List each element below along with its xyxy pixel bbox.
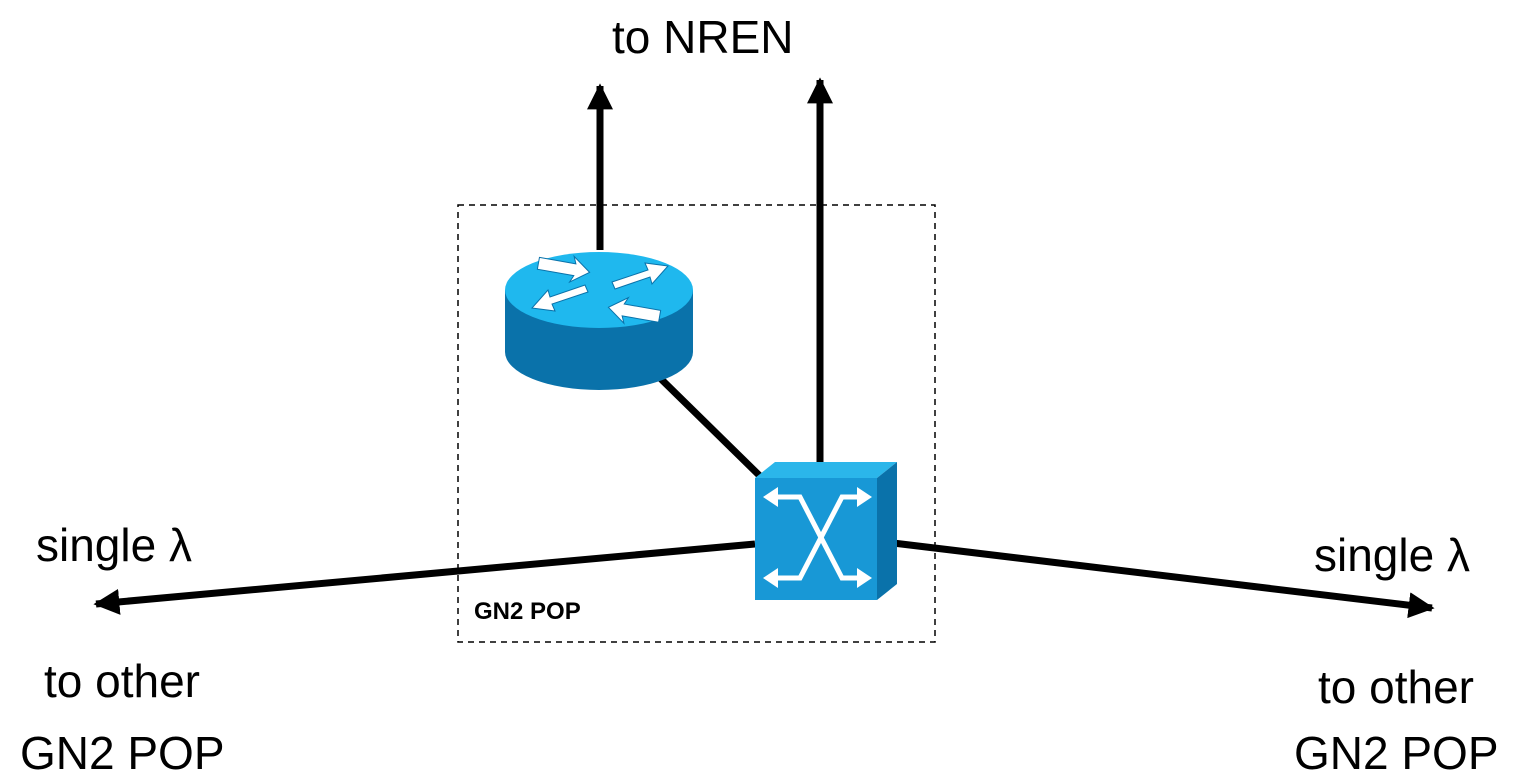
right-destination-line1: to other [1318,661,1474,713]
router-icon [505,252,693,390]
to-nren-label: to NREN [612,11,794,63]
left-destination-line1: to other [44,655,200,707]
left-destination-line2: GN2 POP [20,727,225,779]
link-switch-to-right-pop [892,539,1435,619]
right-destination-line2: GN2 POP [1294,727,1499,779]
right-wavelength-label: single λ [1314,529,1470,581]
pop-box-label: GN2 POP [474,598,581,625]
link-switch-to-left-pop [93,540,756,615]
pop-boundary-box [457,204,936,643]
left-wavelength-label: single λ [36,519,192,571]
optical-switch-icon [755,462,897,600]
link-router-to-switch [657,375,765,481]
